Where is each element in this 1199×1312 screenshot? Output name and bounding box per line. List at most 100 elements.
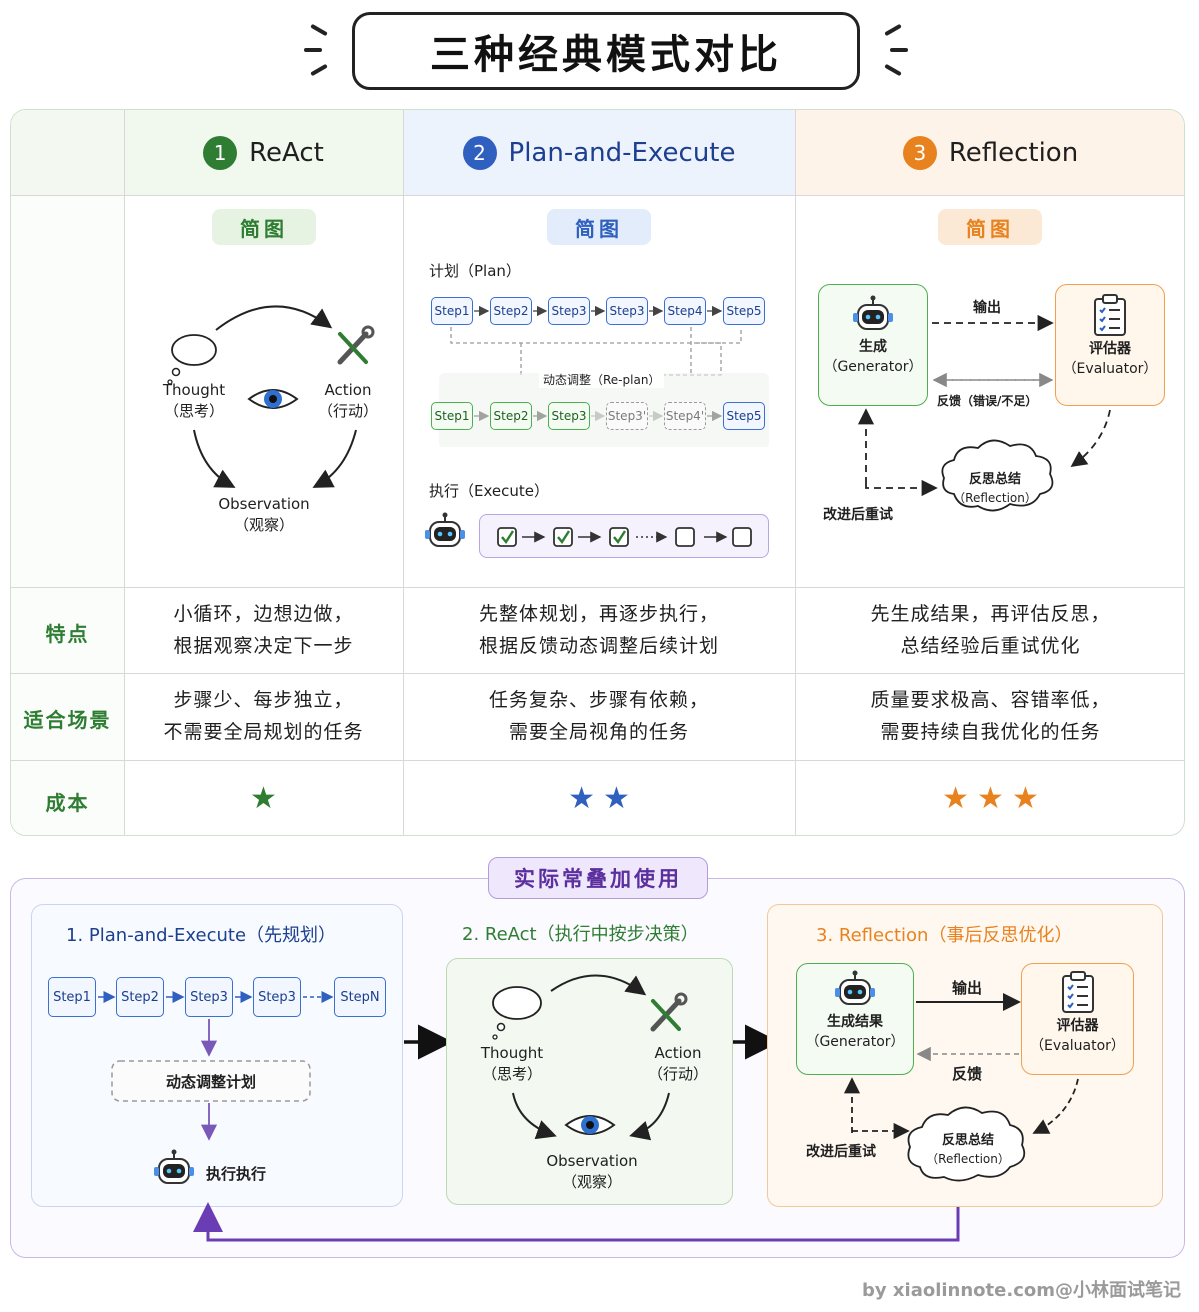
evaluator-label: 评估器 (1089, 341, 1131, 357)
plan-step-top-4: Step3 (606, 297, 648, 325)
panel-reflection: 3. Reflection（事后反思优化） 生成结果 （Generator） 评… (767, 904, 1163, 1207)
clipboard-icon (1061, 971, 1094, 1013)
plan-step-bottom-4: Step3' (606, 402, 648, 430)
feature-plan-line-2: 根据反馈动态调整后续计划 (478, 635, 719, 657)
feature-plan-line-1: 先整体规划，再逐步执行， (478, 603, 719, 625)
reflection-flow-arrows (857, 314, 1111, 512)
column-title-reflection: Reflection (948, 137, 1079, 168)
star-icon: ★ (568, 781, 595, 816)
p3-generator-label-en: （Generator） (805, 1034, 905, 1050)
p2-action-cn: （行动） (647, 1065, 708, 1083)
sketch-pill-plan: 简图 (547, 209, 651, 245)
react-arrow-act-to-obs (312, 429, 357, 488)
number-badge-3: 3 (902, 135, 937, 170)
p1-step-3: Step3 (185, 977, 233, 1017)
reflect-node: 反思总结 （Reflection） (947, 470, 1043, 508)
robot-icon (853, 295, 893, 330)
scenario-plan: 任务复杂、步骤有依赖， 需要全局视角的任务 (403, 684, 795, 748)
panel-plan-execute: 1. Plan-and-Execute（先规划） Step1 Step2 Ste… (31, 904, 403, 1207)
col-divider-2 (403, 110, 404, 835)
col-divider-3 (795, 110, 796, 835)
react-observation-cn: （观察） (233, 516, 294, 534)
footer-credit: by xiaolinnote.com@小林面试笔记 (862, 1280, 1181, 1301)
p3-reflect-node: 反思总结 （Reflection） (918, 1131, 1018, 1169)
p3-reflect-label-en: （Reflection） (926, 1152, 1010, 1166)
p1-step-4: Step3 (253, 977, 301, 1017)
p3-flow-arrows (843, 993, 1079, 1182)
header-bg-reflection (795, 110, 1184, 195)
p2-observation-cn: （观察） (561, 1173, 622, 1191)
number-badge-1: 1 (203, 135, 238, 170)
plan-steps-top: Step1 Step2 Step3 Step3 Step4 Step5 (431, 297, 771, 327)
panel-reflection-title: 3. Reflection（事后反思优化） (816, 925, 1073, 946)
p1-step-n: StepN (334, 977, 386, 1017)
p3-feedback-label: 反馈 (952, 1065, 983, 1083)
p2-thought-cn: （思考） (481, 1065, 542, 1083)
star-icon: ★ (603, 781, 630, 816)
execute-label: 执行（Execute） (429, 482, 549, 500)
p1-adjust-label: 动态调整计划 (165, 1073, 256, 1091)
react-action-en: Action (324, 381, 372, 399)
plan-step-bottom-2: Step2 (490, 402, 532, 430)
row-divider-2 (11, 587, 1184, 588)
title-sparks-left (300, 23, 330, 77)
cost-react: ★ (124, 782, 403, 816)
row-label-cost: 成本 (45, 791, 90, 815)
panel-plan-title: 1. Plan-and-Execute（先规划） (66, 925, 337, 946)
col-divider-1 (124, 110, 125, 835)
react-observation-label: Observation （观察） (199, 494, 329, 536)
evaluator-label-en: （Evaluator） (1062, 361, 1158, 377)
column-title-react: ReAct (249, 137, 324, 168)
scenario-plan-line-1: 任务复杂、步骤有依赖， (488, 689, 709, 711)
plan-step-top-6: Step5 (723, 297, 765, 325)
p3-retry-label: 改进后重试 (806, 1144, 876, 1160)
label-column (11, 110, 124, 835)
sketch-pill-reflection: 简图 (938, 209, 1042, 245)
p3-evaluator-label-en: （Evaluator） (1030, 1038, 1125, 1054)
react-thought-label: Thought （思考） (139, 380, 249, 422)
row-divider-4 (11, 760, 1184, 761)
p2-observation-en: Observation (546, 1152, 638, 1170)
tools-icon (337, 325, 375, 365)
page-title-box: 三种经典模式对比 (352, 12, 860, 90)
number-badge-2: 2 (462, 135, 497, 170)
reflect-cloud-shape (941, 439, 1054, 512)
header-bg-react (124, 110, 403, 195)
react-arrow-think-to-act (215, 305, 333, 331)
scenario-reflection: 质量要求极高、容错率低， 需要持续自我优化的任务 (795, 684, 1184, 748)
react-cycle-diagram (167, 305, 375, 488)
generator-node: 生成 （Generator） (818, 284, 928, 406)
p3-evaluator-label: 评估器 (1056, 1018, 1099, 1034)
reflection-output-label: 输出 (973, 300, 1001, 316)
plan-step-bottom-6: Step5 (723, 402, 765, 430)
scenario-reflection-line-1: 质量要求极高、容错率低， (870, 689, 1111, 711)
robot-icon (425, 512, 465, 547)
plan-step-top-1: Step1 (431, 297, 473, 325)
title-sparks-right (882, 23, 912, 77)
plan-step-bottom-1: Step1 (431, 402, 473, 430)
p1-connectors (98, 991, 334, 1141)
scenario-plan-line-2: 需要全局视角的任务 (508, 721, 689, 743)
feature-reflection-line-2: 总结经验后重试优化 (900, 635, 1081, 657)
p3-evaluator-node: 评估器 （Evaluator） (1021, 963, 1134, 1075)
tools-icon (650, 992, 688, 1032)
sketch-pill-react: 简图 (212, 209, 316, 245)
eye-icon (564, 1115, 616, 1135)
p2-action-en: Action (654, 1044, 702, 1062)
scenario-reflection-line-2: 需要持续自我优化的任务 (880, 721, 1101, 743)
combined-usage-pill: 实际常叠加使用 (488, 857, 708, 899)
loop-back-arrow (193, 1202, 960, 1242)
eye-icon (247, 389, 299, 409)
page-title: 三种经典模式对比 (430, 32, 782, 78)
p2-observation-label: Observation （观察） (527, 1151, 657, 1193)
p3-generator-node: 生成结果 （Generator） (796, 963, 914, 1075)
p1-step-1: Step1 (48, 977, 96, 1017)
star-icon: ★ (942, 781, 970, 816)
plan-steps-bottom: Step1 Step2 Step3 Step3' Step4' Step5 (431, 402, 771, 432)
p3-reflect-cloud-shape (907, 1106, 1026, 1182)
scenario-react-line-1: 步骤少、每步独立， (173, 689, 354, 711)
star-icon: ★ (977, 781, 1004, 816)
panel-react-title: 2. ReAct（执行中按步决策） (462, 924, 699, 945)
execute-checklist (479, 514, 769, 558)
reflect-label: 反思总结 (968, 472, 1021, 487)
